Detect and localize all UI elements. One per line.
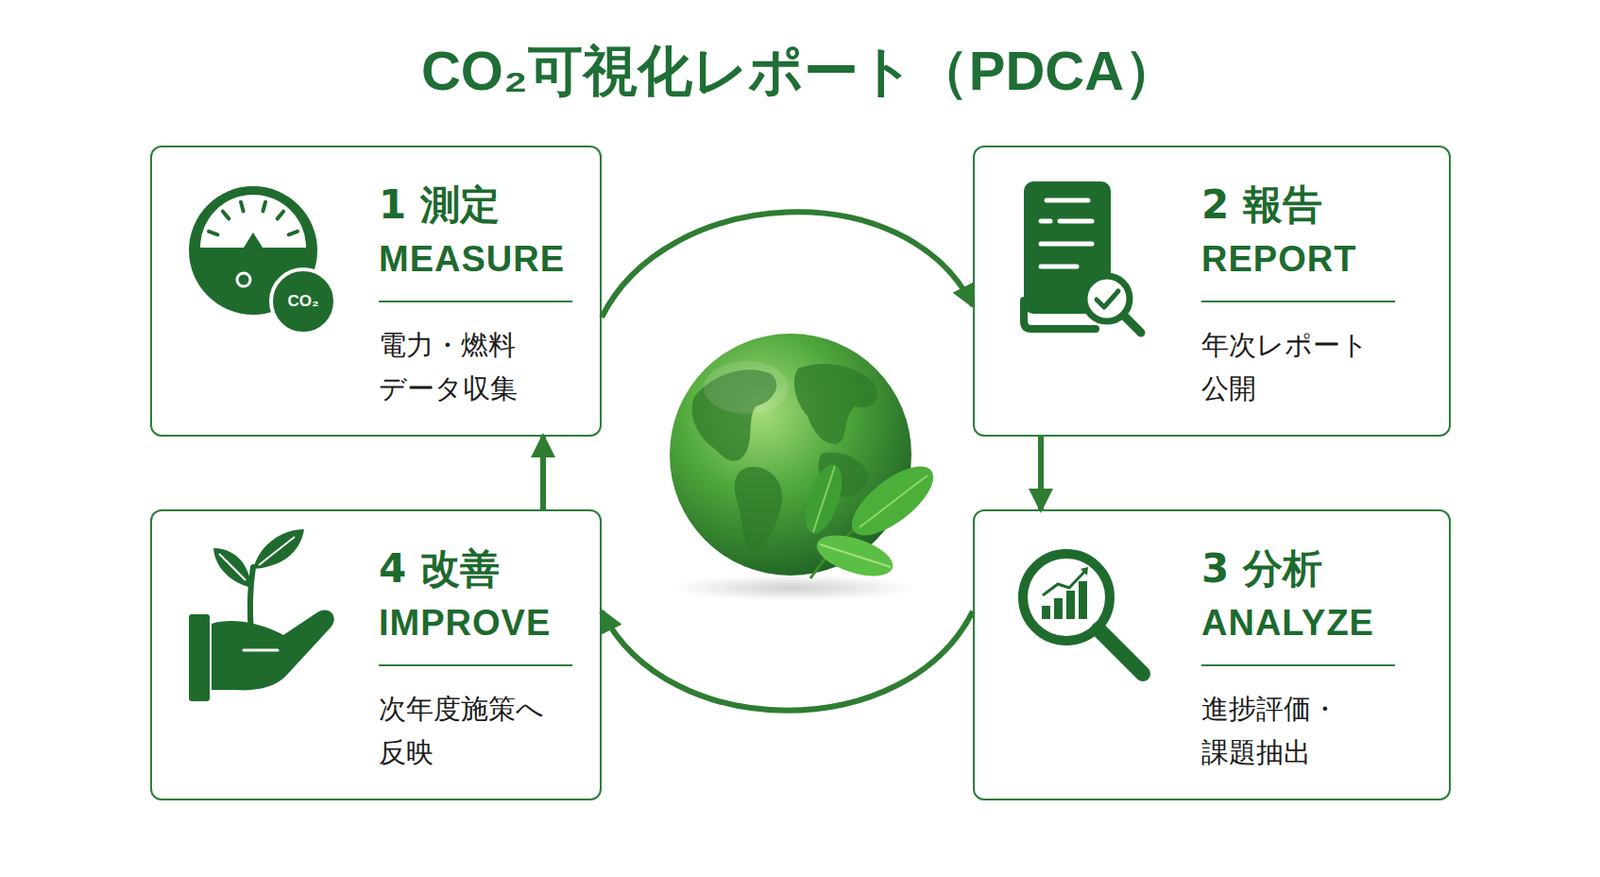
step-heading: 2 報告 (1201, 181, 1396, 229)
cycle-arrow (601, 611, 973, 711)
cycle-arrow (540, 436, 546, 510)
divider-line (1201, 300, 1396, 303)
report-icon (1023, 181, 1141, 333)
text-column: 4 改善 IMPROVE 次年度施策へ 反映 (378, 544, 573, 774)
text-column: 3 分析 ANALYZE 進捗評価・ 課題抽出 (1201, 544, 1396, 774)
leaves (798, 454, 944, 584)
improve-icon (188, 528, 335, 701)
divider-line (378, 300, 573, 303)
text-column: 2 報告 REPORT 年次レポート 公開 (1201, 181, 1396, 410)
text-line: 進捗評価・ (1201, 686, 1396, 731)
text-line: 年次レポート (1201, 323, 1396, 367)
step-box: 3 分析 ANALYZE 進捗評価・ 課題抽出 (972, 509, 1451, 800)
step-description: 進捗評価・ 課題抽出 (1201, 686, 1396, 774)
globe (669, 333, 917, 601)
step-heading: 1 測定 (378, 181, 573, 229)
step-box: 2 報告 REPORT 年次レポート 公開 (972, 145, 1451, 437)
analyze-icon (1022, 553, 1143, 674)
text-line: 電力・燃料 (378, 323, 573, 367)
step-box: 4 改善 IMPROVE 次年度施策へ 反映 (150, 509, 602, 800)
step-description: 年次レポート 公開 (1201, 323, 1396, 410)
divider-line (378, 663, 573, 666)
text-line: 次年度施策へ (378, 686, 573, 731)
step-english: ANALYZE (1201, 601, 1396, 646)
step-english: MEASURE (378, 238, 573, 282)
divider-line (1201, 663, 1396, 666)
cycle-arrow (601, 211, 973, 317)
text-line: 反映 (378, 730, 573, 774)
step-heading: 3 分析 (1201, 544, 1396, 593)
step-description: 電力・燃料 データ収集 (378, 323, 573, 410)
diagram-title: CO₂可視化レポート（PDCA） (0, 37, 1600, 104)
step-box: 1 測定 MEASURE 電力・燃料 データ収集 (150, 145, 602, 437)
text-column: 1 測定 MEASURE 電力・燃料 データ収集 (378, 181, 573, 410)
text-line: 公開 (1201, 366, 1396, 410)
step-english: REPORT (1201, 238, 1396, 282)
step-description: 次年度施策へ 反映 (378, 686, 573, 774)
step-english: IMPROVE (378, 601, 573, 646)
gauge-icon (188, 186, 336, 334)
icon-label: CO₂ (287, 291, 319, 311)
cycle-arrow (1038, 436, 1044, 510)
step-heading: 4 改善 (378, 544, 573, 593)
text-line: データ収集 (378, 366, 573, 410)
text-line: 課題抽出 (1201, 730, 1396, 774)
